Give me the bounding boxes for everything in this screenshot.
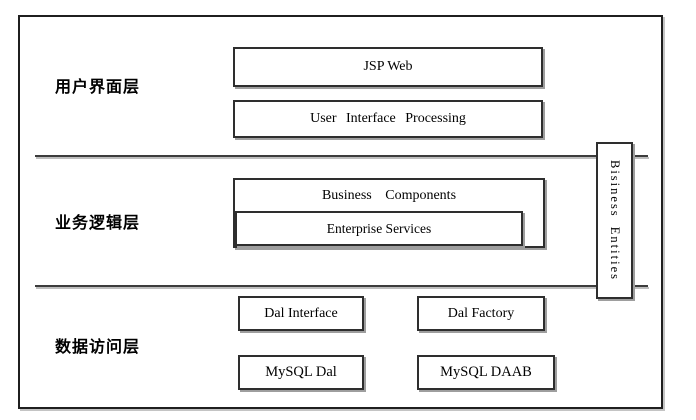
box-user-interface-processing: User Interface Processing: [233, 100, 543, 138]
layer-divider-bottom: [35, 285, 648, 287]
box-dal-factory: Dal Factory: [417, 296, 545, 331]
box-enterprise-services: Enterprise Services: [235, 211, 523, 246]
box-mysql-daab: MySQL DAAB: [417, 355, 555, 390]
business-entities-vertical-text: Bisiness Entities: [608, 160, 622, 281]
box-mysql-dal: MySQL Dal: [238, 355, 364, 390]
layer-label-data-access: 数据访问层: [55, 339, 141, 356]
box-business-entities: Bisiness Entities: [596, 142, 633, 299]
layer-label-business-logic: 业务逻辑层: [55, 215, 141, 232]
layer-divider-top: [35, 155, 648, 157]
layer-label-user-interface: 用户界面层: [55, 79, 141, 96]
box-dal-interface: Dal Interface: [238, 296, 364, 331]
box-jsp-web: JSP Web: [233, 47, 543, 87]
